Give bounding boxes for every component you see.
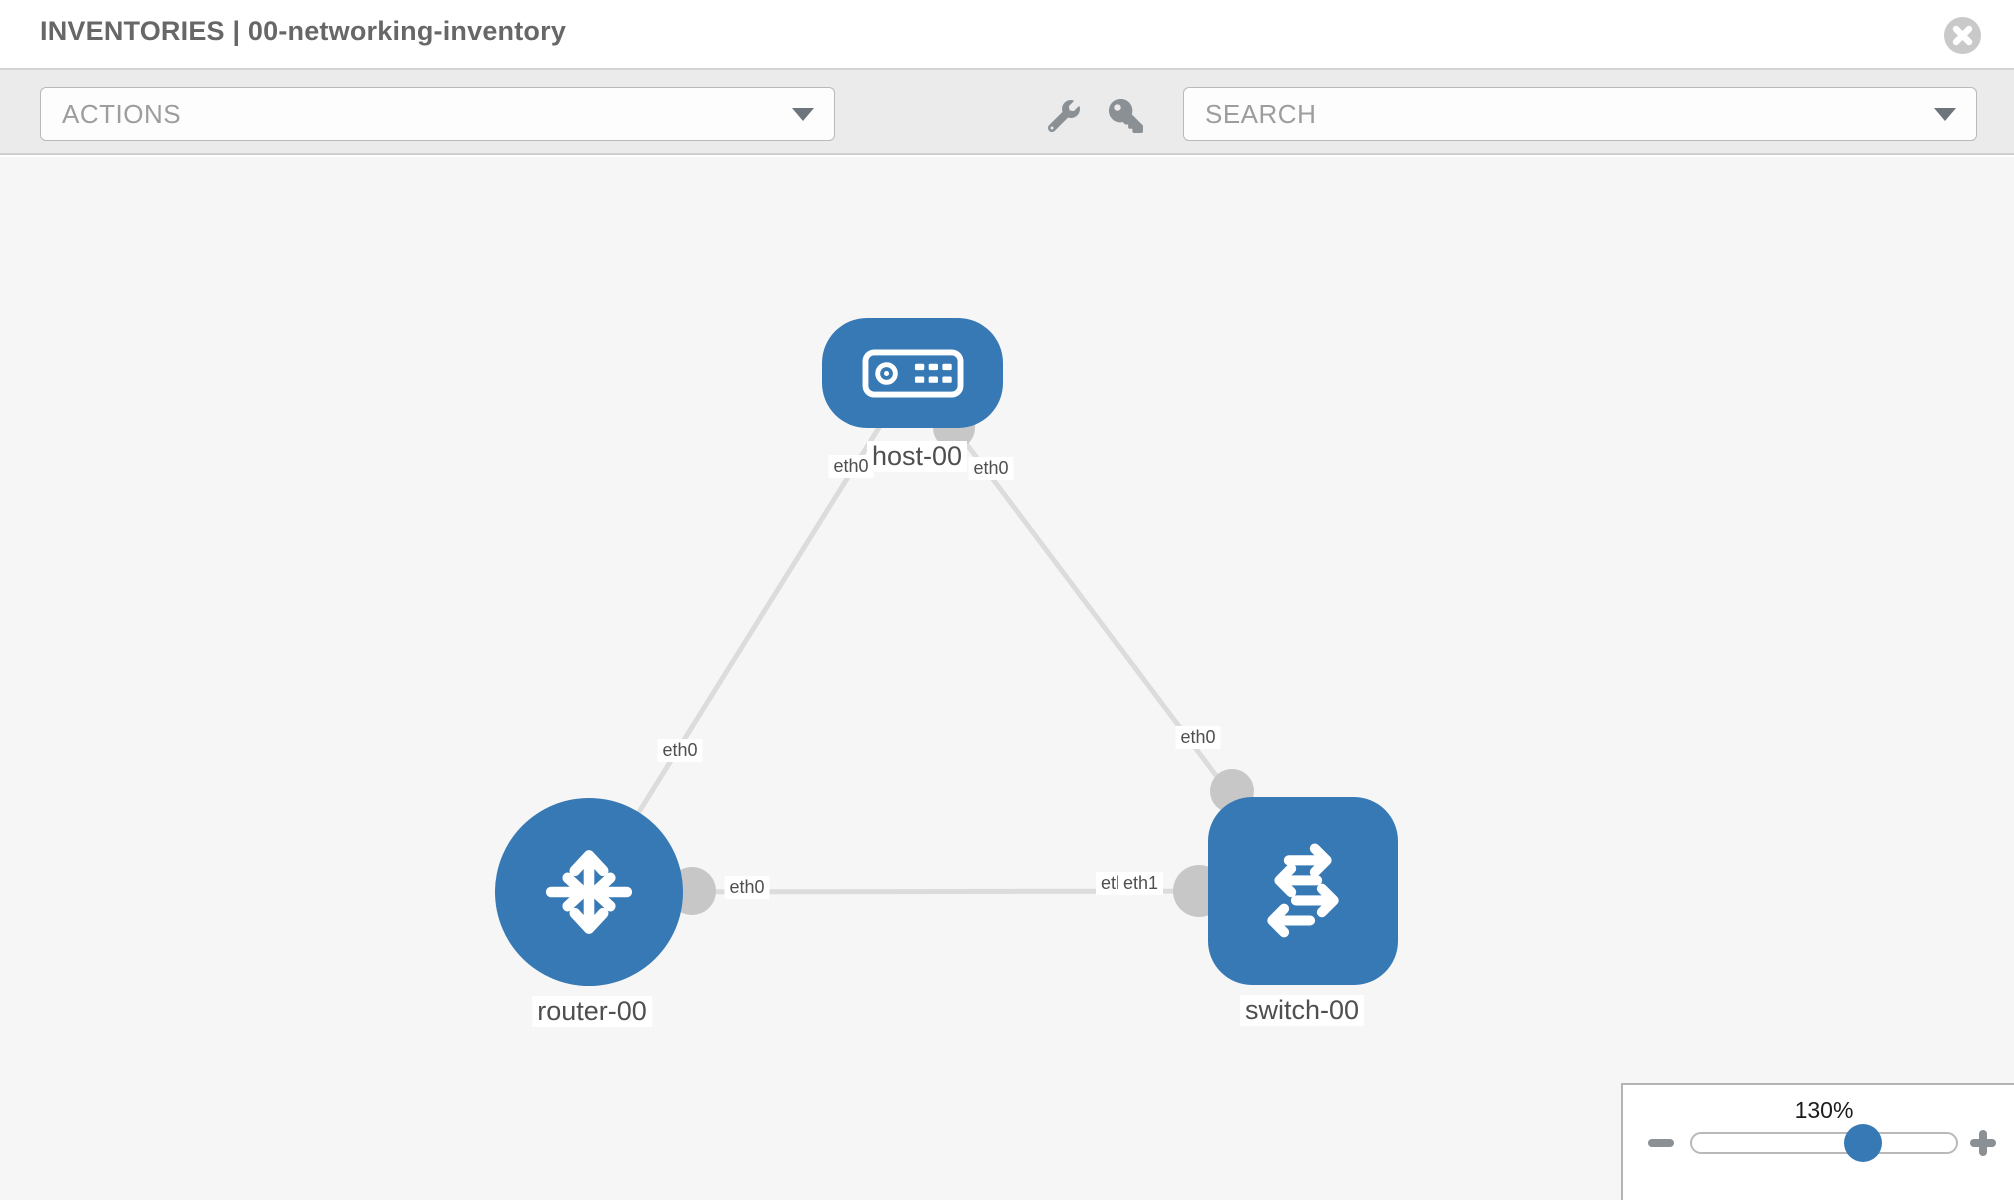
router-icon [545, 850, 633, 934]
node-label-host-00[interactable]: host-00 [866, 441, 968, 473]
actions-dropdown-placeholder: ACTIONS [62, 98, 182, 129]
actions-dropdown[interactable]: ACTIONS [40, 87, 835, 141]
interface-label: eth0 [828, 455, 874, 478]
configure-button[interactable] [1044, 96, 1084, 136]
zoom-panel: 130% [1621, 1083, 2014, 1200]
node-router-00[interactable] [495, 798, 683, 986]
close-icon [1944, 17, 1981, 54]
toolbar: ACTIONS SEARCH [0, 70, 2014, 155]
interface-label: eth1 [1118, 872, 1164, 895]
wrench-icon [1048, 100, 1080, 132]
zoom-slider-thumb[interactable] [1844, 1124, 1882, 1162]
node-label-switch-00[interactable]: switch-00 [1239, 995, 1365, 1027]
minus-icon [1648, 1139, 1674, 1147]
close-button[interactable] [1944, 17, 1981, 54]
interface-label: eth0 [724, 876, 770, 899]
chevron-down-icon [1934, 108, 1956, 121]
switch-icon [1267, 843, 1339, 938]
key-icon [1109, 99, 1143, 133]
credentials-button[interactable] [1106, 96, 1146, 136]
page-title: INVENTORIES | 00-networking-inventory [40, 16, 567, 46]
search-dropdown[interactable]: SEARCH [1183, 87, 1977, 141]
zoom-out-button[interactable] [1643, 1125, 1679, 1161]
node-host-00[interactable] [822, 318, 1003, 428]
host-icon [862, 348, 963, 398]
interface-label: eth0 [1175, 726, 1221, 749]
zoom-level: 130% [1794, 1097, 1854, 1123]
node-label-router-00[interactable]: router-00 [532, 996, 652, 1028]
interface-label: eth0 [968, 457, 1014, 480]
header: INVENTORIES | 00-networking-inventory [0, 0, 2014, 70]
zoom-in-button[interactable] [1965, 1125, 2001, 1161]
chevron-down-icon [792, 108, 814, 121]
plus-icon [1970, 1130, 1996, 1156]
node-switch-00[interactable] [1208, 797, 1398, 985]
topology-canvas[interactable]: host-00 router-00 switch-00 eth0 eth0 et… [0, 157, 2014, 1200]
links-layer [586, 371, 1305, 917]
zoom-slider-track[interactable] [1690, 1124, 1958, 1162]
interface-label: eth0 [657, 739, 703, 762]
search-placeholder: SEARCH [1205, 98, 1317, 129]
